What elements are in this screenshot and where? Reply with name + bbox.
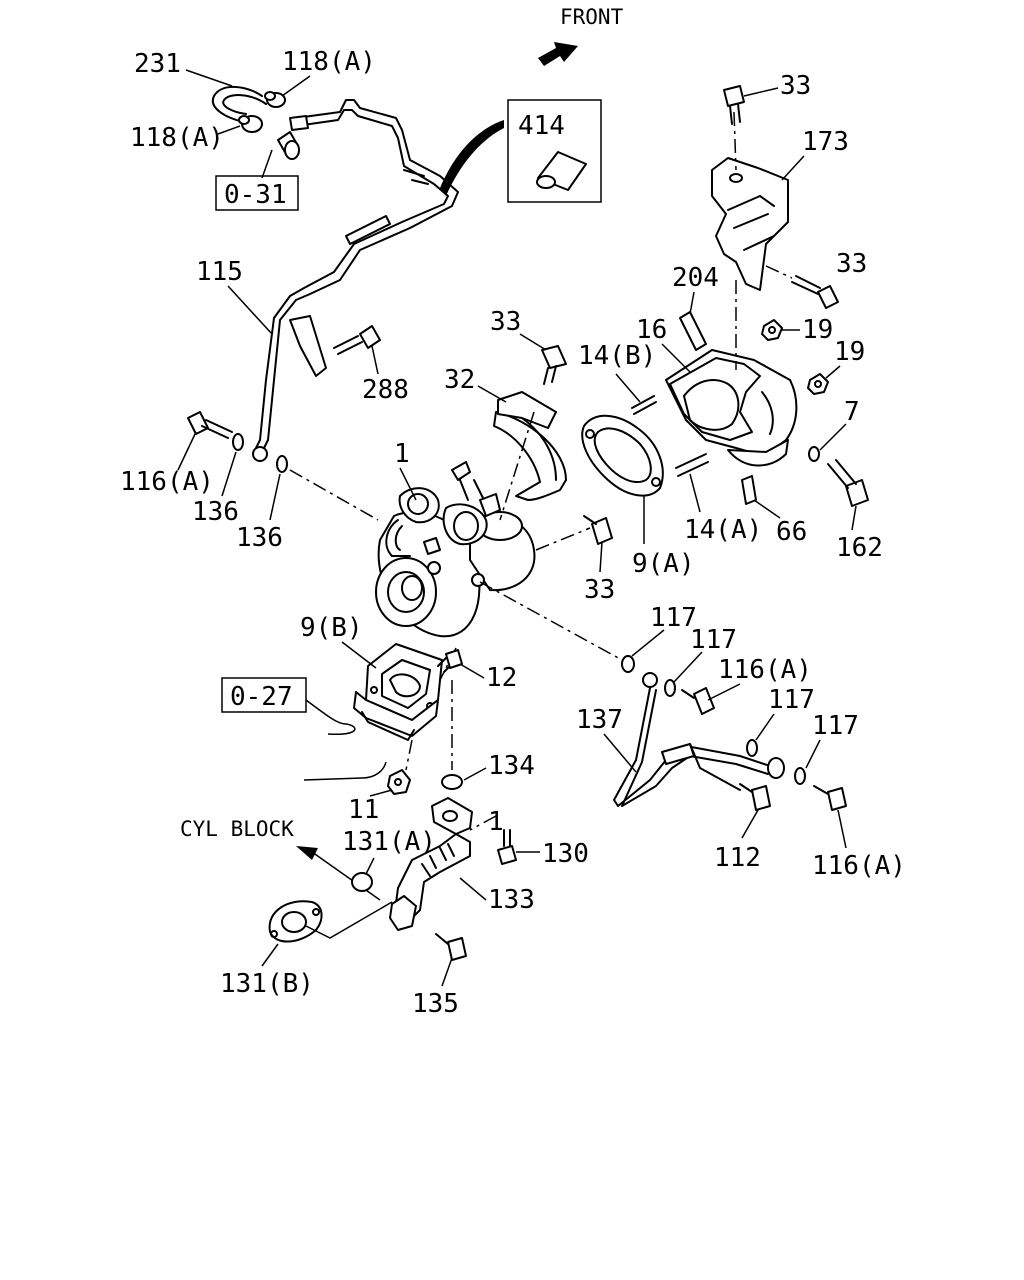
exhaust-adapter-16 <box>665 349 798 467</box>
c118a-left-label: 118(A) <box>130 123 224 153</box>
c32-label: 32 <box>444 365 475 395</box>
bolt-135 <box>435 933 467 961</box>
gasket-9a <box>581 414 664 497</box>
c9b-label: 9(B) <box>300 613 363 643</box>
c116a-low-label: 116(A) <box>812 851 906 881</box>
bracket-173 <box>711 157 789 291</box>
c130-label: 130 <box>542 839 589 869</box>
washer-117-a <box>621 655 635 673</box>
c19-b-label: 19 <box>834 337 865 367</box>
c288-label: 288 <box>362 375 409 405</box>
nut-19-b <box>807 373 829 395</box>
c11-label: 11 <box>348 795 379 825</box>
washer-136-b <box>276 455 288 473</box>
ref-0-31-label: 0-31 <box>224 180 287 210</box>
stud-12 <box>437 649 463 673</box>
bolt-116a-left <box>187 411 233 439</box>
stud-14a <box>675 453 709 477</box>
gasket-131a <box>351 872 373 892</box>
ref-box-0-27 <box>221 677 307 713</box>
washer-117-d <box>794 767 806 785</box>
c12-label: 12 <box>486 663 517 693</box>
c133-label: 133 <box>488 885 535 915</box>
c131b-label: 131(B) <box>220 969 314 999</box>
c131a-label: 131(A) <box>342 827 436 857</box>
c118a-top-label: 118(A) <box>282 47 376 77</box>
c117-a-label: 117 <box>650 603 697 633</box>
c134-label: 134 <box>488 751 535 781</box>
bolt-112 <box>739 783 771 811</box>
nut-11 <box>387 769 411 795</box>
c16-label: 16 <box>636 315 667 345</box>
flange-0-27 <box>353 691 439 741</box>
bolt-33-low <box>583 515 613 545</box>
c116a-left-label: 116(A) <box>120 467 214 497</box>
cyl-block-label: CYL BLOCK <box>180 817 294 841</box>
bolt-33-top <box>723 85 745 125</box>
front-label: FRONT <box>560 5 624 29</box>
clamp-118a-upper <box>264 91 286 108</box>
c136-b-label: 136 <box>236 523 283 553</box>
c137-label: 137 <box>576 705 623 735</box>
nut-19-a <box>761 319 783 341</box>
c33-right-label: 33 <box>836 249 867 279</box>
ref-box-0-31 <box>215 175 299 211</box>
c66-label: 66 <box>776 517 807 547</box>
oil-feed-pipe-115 <box>252 99 459 462</box>
c117-b-label: 117 <box>690 625 737 655</box>
oil-return-pipe-137 <box>613 672 785 807</box>
bolt-130 <box>497 829 517 865</box>
bolt-288 <box>333 325 381 355</box>
c19-a-label: 19 <box>802 315 833 345</box>
washer-136-a <box>232 433 244 451</box>
stud-66 <box>741 475 757 505</box>
c33-low-label: 33 <box>584 575 615 605</box>
c162-label: 162 <box>836 533 883 563</box>
c33-mid-label: 33 <box>490 307 521 337</box>
bolt-33-mid <box>541 345 567 385</box>
c136-a-label: 136 <box>192 497 239 527</box>
washer-117-b <box>664 679 676 697</box>
c117-c-label: 117 <box>768 685 815 715</box>
egr-pipe-133 <box>389 797 473 931</box>
c9a-label: 9(A) <box>632 549 695 579</box>
pin-204 <box>679 311 707 351</box>
heat-shield-32 <box>493 391 567 501</box>
bolt-162 <box>827 459 869 507</box>
bolt-116a-mid <box>681 687 715 715</box>
c33-top-label: 33 <box>780 71 811 101</box>
c14a-label: 14(A) <box>684 515 762 545</box>
c116a-mid-label: 116(A) <box>718 655 812 685</box>
c1-label: 1 <box>394 439 410 469</box>
washer-7 <box>808 446 820 462</box>
washer-117-c <box>746 739 758 757</box>
c14b-label: 14(B) <box>578 341 656 371</box>
turbocharger-1 <box>375 461 536 638</box>
c112-label: 112 <box>714 843 761 873</box>
c173-label: 173 <box>802 127 849 157</box>
front-arrow-icon <box>538 42 578 66</box>
bolt-33-right <box>791 275 839 309</box>
bolt-116a-low <box>813 785 847 811</box>
c1-low-label: 1 <box>488 807 504 837</box>
c231-label: 231 <box>134 49 181 79</box>
clamp-118a-lower <box>238 115 263 133</box>
c204-label: 204 <box>672 263 719 293</box>
c117-d-label: 117 <box>812 711 859 741</box>
ref-0-27-label: 0-27 <box>230 682 293 712</box>
gasket-134 <box>441 774 463 790</box>
c414-label: 414 <box>518 111 565 141</box>
gasket-131b <box>268 900 323 943</box>
stud-14b <box>631 395 657 415</box>
hose-231 <box>211 86 267 123</box>
c115-label: 115 <box>196 257 243 287</box>
sleeve-414 <box>536 151 587 191</box>
c135-label: 135 <box>412 989 459 1019</box>
fitting-0-31 <box>277 131 300 160</box>
cyl-block-arrow-icon <box>296 846 318 860</box>
leader-wedge-414 <box>440 120 504 196</box>
c7-label: 7 <box>844 397 860 427</box>
